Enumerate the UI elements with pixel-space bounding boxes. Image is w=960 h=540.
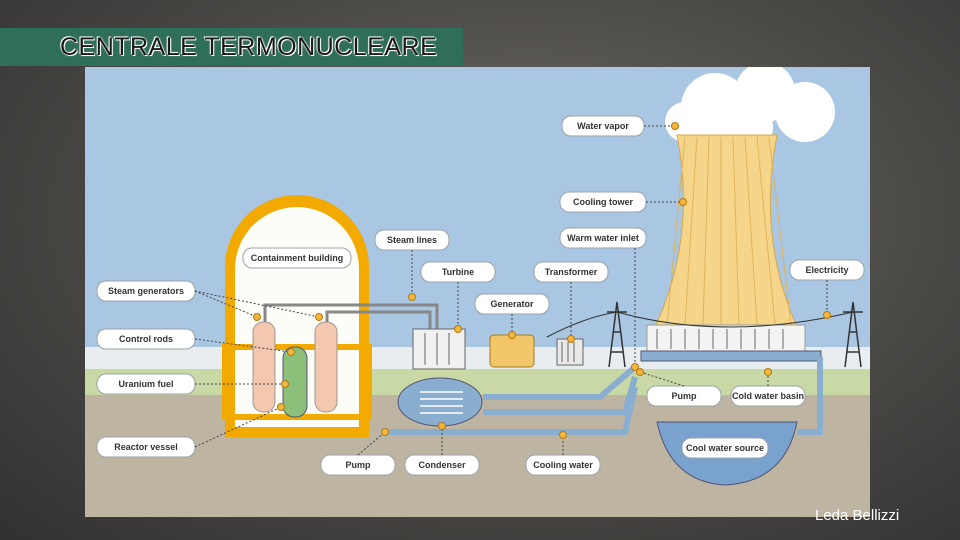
transformer (556, 338, 584, 366)
power-lines (546, 311, 854, 338)
label-uranium-fuel-text: Uranium fuel (118, 379, 173, 389)
label-containment-building: Containment building (242, 247, 352, 269)
power-pylon-left (607, 301, 627, 368)
label-pump-right-text: Pump (671, 391, 697, 401)
label-condenser-text: Condenser (418, 460, 466, 470)
label-water-vapor-text: Water vapor (577, 121, 629, 131)
generator (489, 334, 535, 368)
label-generator: Generator (474, 293, 550, 339)
steam-lines (263, 303, 439, 329)
label-warm-water-inlet-text: Warm water inlet (567, 233, 639, 243)
label-pump-left-text: Pump (345, 460, 371, 470)
label-cooling-tower-text: Cooling tower (573, 197, 633, 207)
label-pump-right: Pump (636, 368, 722, 407)
label-steam-generators-text: Steam generators (108, 286, 184, 296)
label-steam-lines-text: Steam lines (387, 235, 437, 245)
turbine (412, 328, 466, 370)
label-reactor-vessel-text: Reactor vessel (114, 442, 178, 452)
slide-title: CENTRALE TERMONUCLEARE (60, 33, 438, 61)
label-transformer-text: Transformer (545, 267, 598, 277)
label-electricity-text: Electricity (805, 265, 848, 275)
label-cool-water-source-text: Cool water source (686, 443, 764, 453)
author-name: Leda Bellizzi (815, 507, 900, 524)
label-steam-generators: Steam generators (96, 280, 323, 321)
label-turbine: Turbine (420, 261, 496, 333)
label-cooling-water: Cooling water (525, 431, 601, 476)
return-pipe (385, 386, 638, 435)
label-control-rods: Control rods (96, 328, 295, 356)
label-pump-left: Pump (320, 428, 396, 476)
label-condenser: Condenser (404, 422, 480, 476)
label-control-rods-text: Control rods (119, 334, 173, 344)
label-warm-water-inlet: Warm water inlet (559, 227, 647, 371)
label-cool-water-source: Cool water source (681, 437, 769, 459)
label-generator-text: Generator (490, 299, 534, 309)
label-steam-lines: Steam lines (374, 229, 450, 301)
power-pylon-right (843, 301, 863, 368)
label-reactor-vessel: Reactor vessel (96, 403, 285, 458)
label-turbine-text: Turbine (442, 267, 474, 277)
label-containment-building-text: Containment building (251, 253, 344, 263)
condenser (397, 377, 483, 427)
source-pipe (797, 357, 823, 435)
title-bar (0, 28, 463, 66)
label-water-vapor: Water vapor (561, 115, 679, 137)
label-cooling-tower: Cooling tower (559, 191, 687, 213)
label-cold-water-basin: Cold water basin (730, 368, 806, 407)
label-uranium-fuel: Uranium fuel (96, 373, 289, 395)
label-transformer: Transformer (533, 261, 609, 343)
steam-generators (252, 321, 338, 413)
nuclear-plant-diagram: Water vapor Cooling tower Warm water inl… (85, 67, 870, 517)
label-cooling-water-text: Cooling water (533, 460, 593, 470)
label-electricity: Electricity (789, 259, 865, 319)
label-cold-water-basin-text: Cold water basin (732, 391, 804, 401)
